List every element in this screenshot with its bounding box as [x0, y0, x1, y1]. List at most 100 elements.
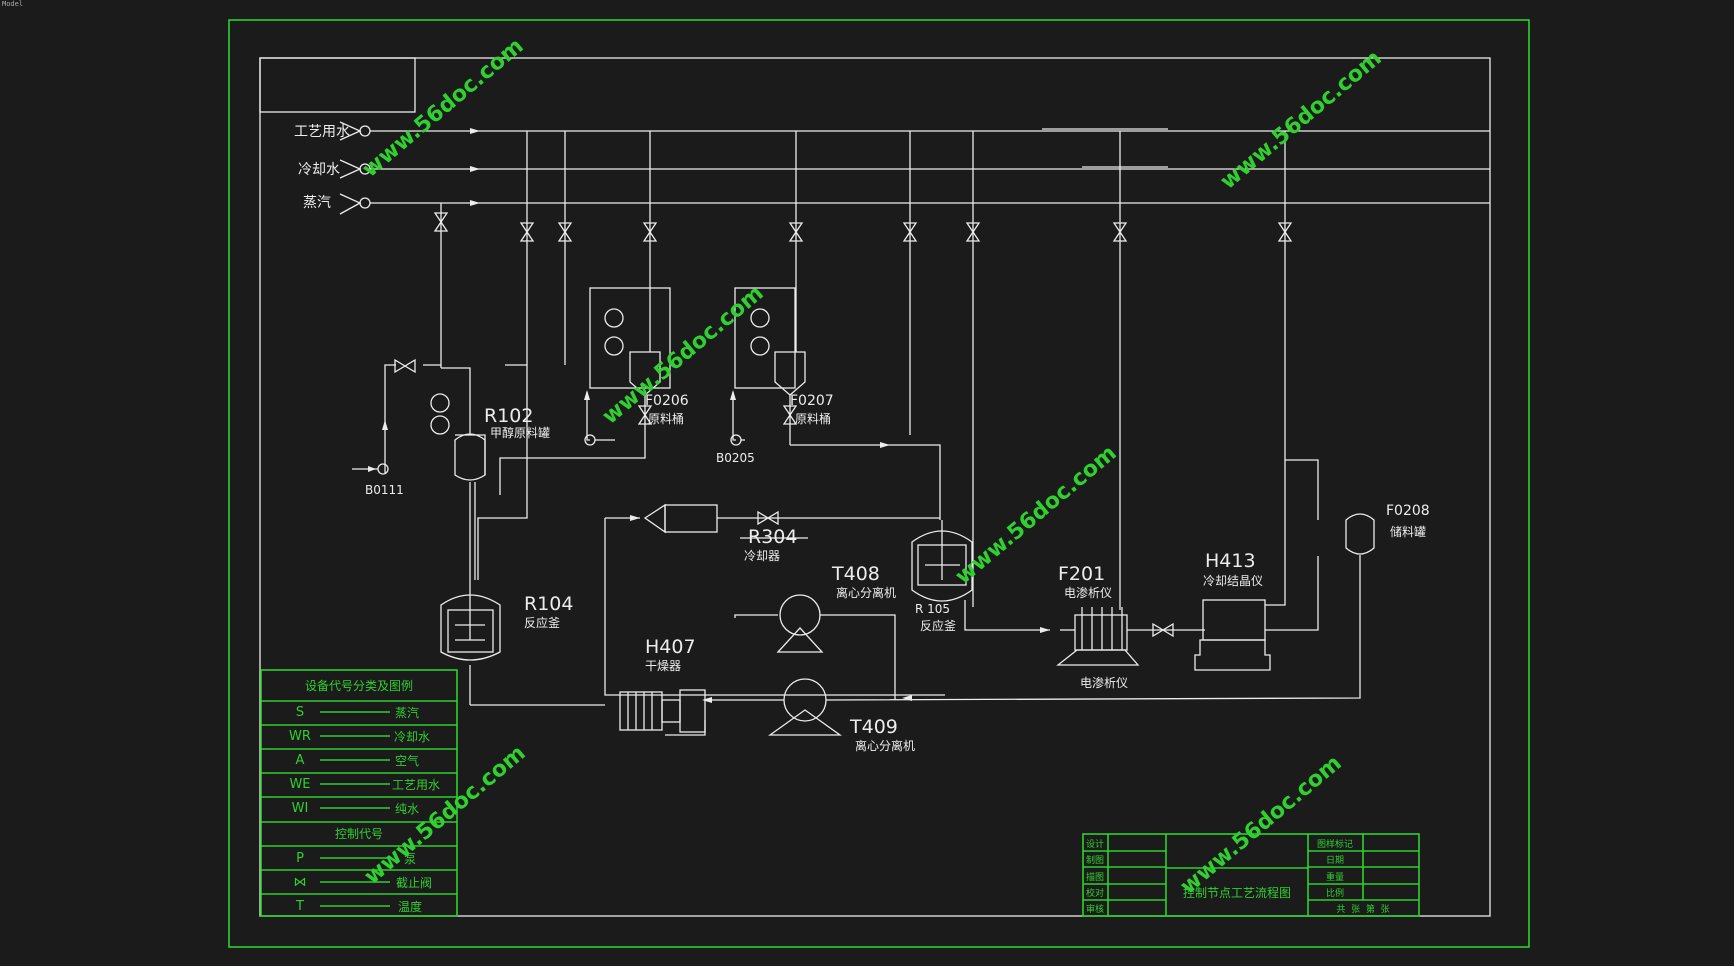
- r105-tag: R 105: [915, 602, 950, 616]
- r104-tag: R104: [524, 593, 573, 615]
- tb-label-1: 制图: [1086, 854, 1104, 866]
- legend-row-4-code: WI: [292, 801, 309, 816]
- valve-vertical-6[interactable]: [965, 222, 981, 242]
- utility-label-cooling-water: 冷却水: [298, 162, 340, 178]
- valve-vertical-10[interactable]: [637, 405, 653, 425]
- r102-tag: R102: [484, 405, 533, 427]
- f0207-tag: F0207: [790, 393, 834, 409]
- utility-headers: 工艺用水 冷却水 蒸汽: [294, 121, 1490, 215]
- title-block: 设计 制图 描图 校对 审核 控制节点工艺流程图 图样标记 日期 重量 比例 共…: [1082, 833, 1420, 917]
- h413-crystallizer[interactable]: [1194, 459, 1319, 671]
- legend-title: 设备代号分类及图例: [305, 679, 413, 693]
- legend-row-2-desc: 空气: [395, 753, 419, 768]
- tb-sheet: 共 张 第 张: [1336, 903, 1389, 915]
- valve-vertical-7[interactable]: [1112, 222, 1128, 242]
- tb-label-2: 描图: [1086, 871, 1104, 883]
- f0208-tag: F0208: [1386, 503, 1430, 519]
- valve-horizontal-1[interactable]: [757, 510, 779, 526]
- tb-right-2: 重量: [1326, 871, 1344, 883]
- t408-tag: T408: [831, 563, 880, 585]
- legend-row-3-desc: 工艺用水: [392, 778, 440, 792]
- r304-name: 冷却器: [744, 549, 780, 563]
- legend-control-1-code: ⋈: [294, 875, 307, 890]
- legend-row-0-desc: 蒸汽: [395, 705, 419, 720]
- valve-vertical-1[interactable]: [519, 222, 535, 242]
- f0206-name: 原料桶: [648, 411, 684, 426]
- legend-row-0-code: S: [296, 705, 304, 720]
- f0207-drum[interactable]: [730, 287, 806, 446]
- outer-border: [228, 19, 1530, 948]
- watermarks: www.56doc.com www.56doc.com www.56doc.co…: [358, 34, 1387, 900]
- drawing-frame: [259, 57, 1491, 917]
- r304-tag: R304: [748, 526, 797, 548]
- b0205-tag: B0205: [716, 451, 755, 465]
- r104-name: 反应釜: [524, 615, 560, 630]
- tb-label-4: 审核: [1086, 903, 1104, 915]
- f201-name: 电渗析仪: [1064, 585, 1112, 600]
- tb-right-1: 日期: [1326, 855, 1344, 866]
- legend-control-0-desc: 泵: [404, 852, 416, 866]
- f0207-name: 原料桶: [795, 411, 831, 426]
- valve-vertical-0[interactable]: [433, 212, 449, 232]
- r105-reactor[interactable]: [911, 520, 1050, 631]
- tb-right-0: 图样标记: [1317, 838, 1353, 850]
- corner-label: Model: [2, 0, 24, 8]
- interconnect-lines: [469, 365, 945, 696]
- r102-name: 甲醇原料罐: [490, 425, 550, 440]
- tb-title: 控制节点工艺流程图: [1183, 885, 1291, 900]
- t408-name: 离心分离机: [836, 585, 896, 600]
- valve-vertical-3[interactable]: [642, 222, 658, 242]
- f0208-name: 储料罐: [1390, 524, 1426, 539]
- h407-tag: H407: [645, 636, 696, 658]
- h407-dryer[interactable]: [619, 689, 706, 736]
- legend-control-2-desc: 温度: [398, 899, 422, 914]
- tb-label-0: 设计: [1086, 838, 1104, 850]
- utility-label-process-water: 工艺用水: [294, 124, 350, 140]
- t408-centrifuge[interactable]: [734, 594, 896, 700]
- tb-right-3: 比例: [1326, 887, 1344, 899]
- r105-name: 反应釜: [920, 618, 956, 633]
- corner-box: [259, 57, 416, 113]
- watermark-1: www.56doc.com: [358, 34, 529, 183]
- h413-tag: H413: [1205, 550, 1256, 572]
- legend-control-title: 控制代号: [335, 827, 383, 841]
- watermark-6: www.56doc.com: [1176, 751, 1347, 900]
- h407-name: 干燥器: [645, 659, 681, 673]
- r102-tank[interactable]: [352, 364, 527, 580]
- f0206-tag: F0206: [645, 393, 689, 409]
- valve-horizontal-0[interactable]: [394, 358, 416, 374]
- utility-drops: [440, 131, 1286, 610]
- legend-table: 设备代号分类及图例 S 蒸汽 WR 冷却水 A 空气 WE 工艺用水 WI 纯水…: [260, 669, 458, 917]
- t409-name: 离心分离机: [855, 738, 915, 753]
- legend-control-1-desc: 截止阀: [396, 876, 432, 890]
- valve-vertical-9[interactable]: [782, 405, 798, 425]
- valve-vertical-2[interactable]: [557, 222, 573, 242]
- valve-vertical-4[interactable]: [788, 222, 804, 242]
- f201-name-below: 电渗析仪: [1080, 675, 1128, 690]
- b0111-tag: B0111: [365, 483, 404, 497]
- legend-row-1-code: WR: [289, 729, 311, 744]
- utility-label-steam: 蒸汽: [303, 195, 331, 211]
- watermark-5: www.56doc.com: [360, 741, 531, 890]
- f201-tag: F201: [1058, 563, 1105, 585]
- f0206-drum[interactable]: [584, 287, 671, 446]
- legend-row-4-desc: 纯水: [395, 802, 419, 816]
- legend-control-2-code: T: [295, 899, 304, 914]
- f0208-storage-tank[interactable]: [1345, 513, 1375, 555]
- valve-vertical-5[interactable]: [902, 222, 918, 242]
- valve-horizontal-2[interactable]: [1152, 622, 1174, 638]
- legend-row-2-code: A: [296, 753, 305, 768]
- valve-vertical-8[interactable]: [1277, 222, 1293, 242]
- legend-row-1-desc: 冷却水: [394, 730, 430, 744]
- t409-tag: T409: [849, 716, 898, 738]
- f201-electrodialysis[interactable]: [1040, 607, 1205, 666]
- r304-cooler[interactable]: [643, 503, 940, 539]
- r104-reactor[interactable]: [440, 590, 605, 706]
- tb-label-3: 校对: [1086, 887, 1104, 899]
- watermark-2: www.56doc.com: [1216, 46, 1387, 195]
- t409-centrifuge[interactable]: [702, 555, 1361, 736]
- globe-valves: [394, 212, 1293, 638]
- legend-row-3-code: WE: [289, 777, 310, 792]
- h413-name: 冷却结晶仪: [1203, 574, 1263, 588]
